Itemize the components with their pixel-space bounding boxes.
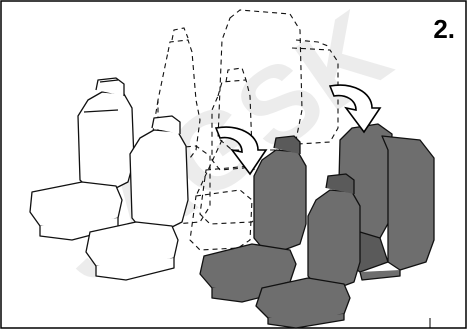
step-number-label: 2. [433,16,455,42]
seat-white-left [30,78,134,240]
